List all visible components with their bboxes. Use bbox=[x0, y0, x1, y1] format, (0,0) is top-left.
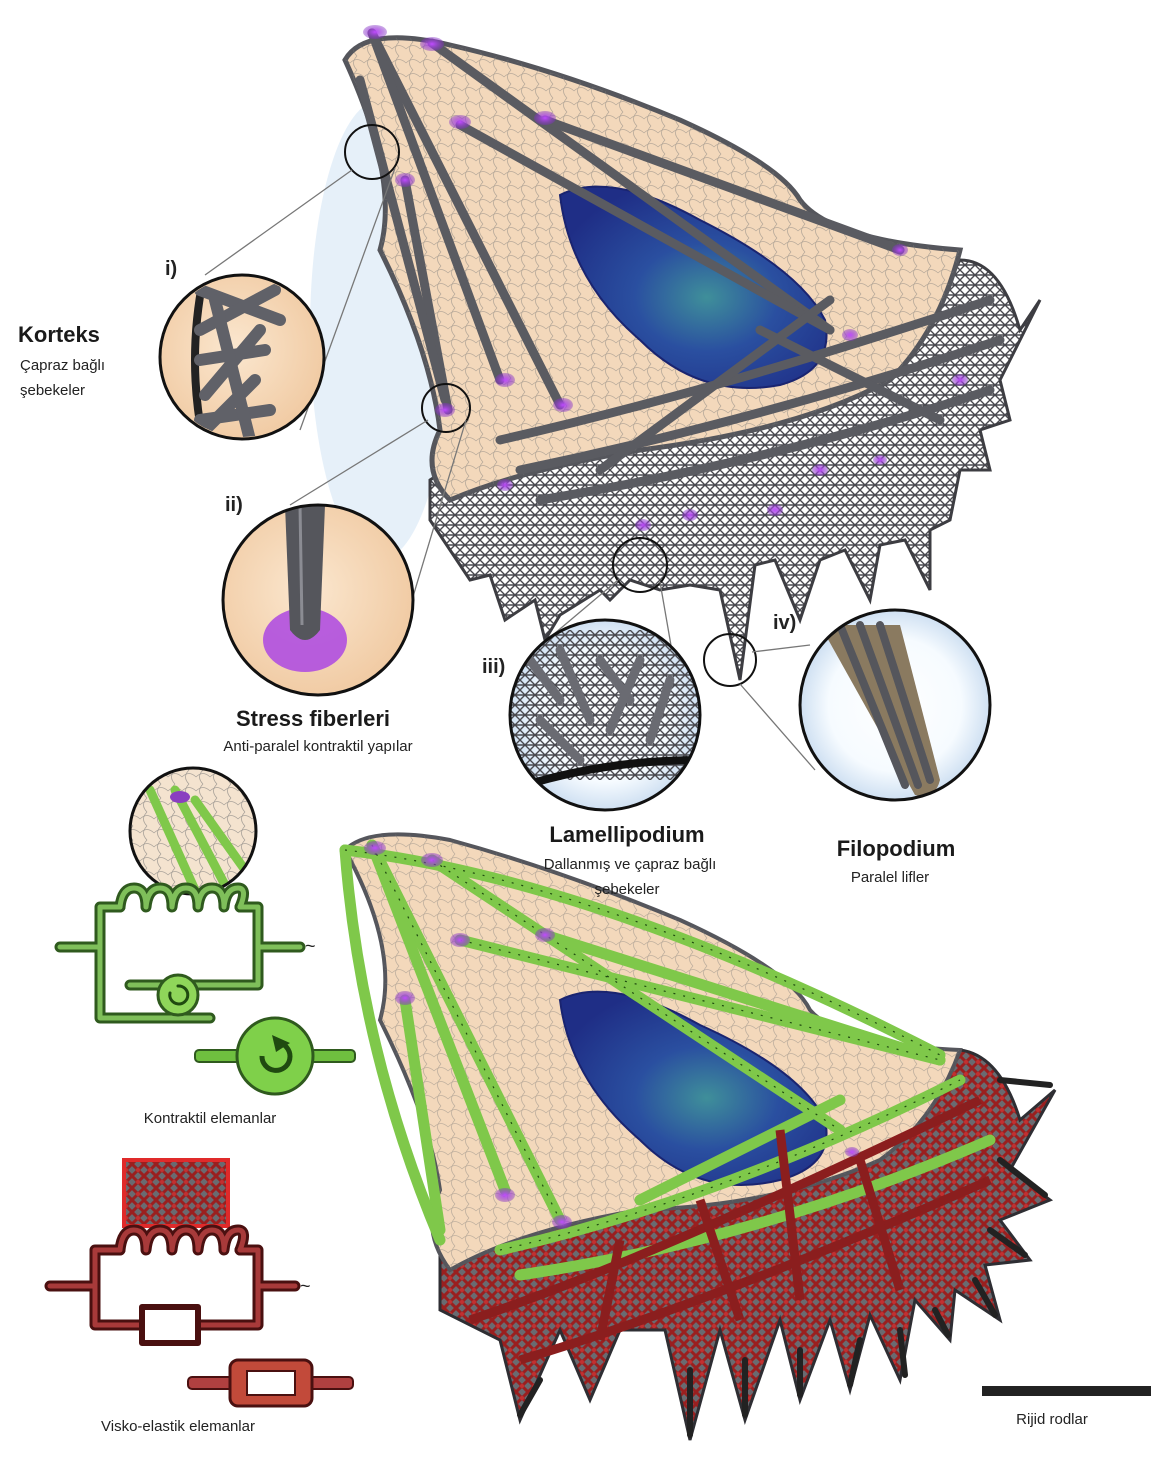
zoom-circle-stress-fiber bbox=[223, 505, 413, 695]
legend-mini-zoom bbox=[130, 768, 260, 898]
filo-title: Filopodium bbox=[837, 836, 956, 862]
filo-desc: Paralel lifler bbox=[851, 869, 929, 886]
lamelli-desc-line2: şebekeler bbox=[594, 881, 659, 898]
legend-red-mesh-thumbnail bbox=[124, 1160, 228, 1226]
contractile-legend-label: Kontraktil elemanlar bbox=[144, 1110, 277, 1127]
viscoelastic-tilde: ~ bbox=[300, 1276, 311, 1297]
lamelli-desc-line1: Dallanmış ve çapraz bağlı bbox=[544, 856, 717, 873]
zoom-circle-lamellipodium bbox=[505, 620, 705, 810]
contractile-element-icon bbox=[195, 1018, 355, 1094]
stress-desc: Anti-paralel kontraktil yapılar bbox=[223, 738, 412, 755]
contractile-circuit bbox=[60, 888, 300, 1018]
viscoelastic-legend-label: Visko-elastik elemanlar bbox=[101, 1418, 255, 1435]
cortex-title: Korteks bbox=[18, 322, 100, 348]
bottom-cell-model bbox=[345, 834, 1055, 1440]
lamelli-title: Lamellipodium bbox=[549, 822, 704, 848]
rigid-rod-legend-bar bbox=[982, 1386, 1151, 1396]
cortex-desc-line2: şebekeler bbox=[20, 382, 85, 399]
viscoelastic-circuit bbox=[50, 1230, 295, 1343]
cortex-roman-label: i) bbox=[165, 258, 177, 281]
filo-roman-label: iv) bbox=[773, 612, 796, 635]
zoom-circle-cortex bbox=[160, 270, 324, 450]
cortex-desc-line1: Çapraz bağlı bbox=[20, 357, 105, 374]
lamelli-roman-label: iii) bbox=[482, 656, 505, 679]
stress-title: Stress fiberleri bbox=[236, 706, 390, 732]
stress-roman-label: ii) bbox=[225, 494, 243, 517]
contractile-tilde: ~ bbox=[305, 936, 316, 957]
viscoelastic-element-icon bbox=[188, 1360, 353, 1406]
zoom-circle-filopodium bbox=[800, 610, 990, 800]
rigid-rod-legend-label: Rijid rodlar bbox=[1016, 1411, 1088, 1428]
